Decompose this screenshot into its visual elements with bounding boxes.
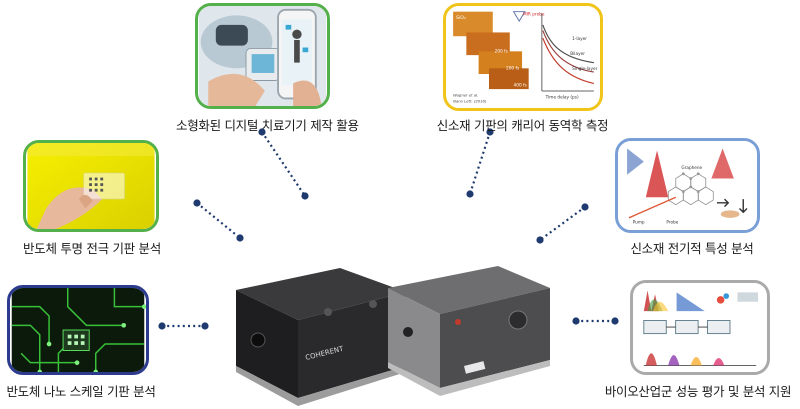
connector-dot <box>581 203 589 211</box>
svg-text:Wagner et al.: Wagner et al. <box>453 94 478 98</box>
svg-text:Pump: Pump <box>633 219 645 224</box>
caption-nanoscale: 반도체 나노 스케일 기판 분석 <box>6 384 156 399</box>
svg-text:Nano Lett. (2016): Nano Lett. (2016) <box>453 99 487 103</box>
connector-dot <box>572 317 580 325</box>
connector-dot <box>193 199 201 207</box>
caption-electrical-property: 신소재 전기적 특성 분석 <box>630 241 754 256</box>
svg-text:Time delay (ps): Time delay (ps) <box>545 95 579 101</box>
carrier-dynamics-image: SiO₂ 200 fs 200 fs 400 fs Wagner et al. … <box>443 3 603 111</box>
connector-dot <box>466 190 474 198</box>
svg-text:Bilayer: Bilayer <box>570 51 585 57</box>
svg-text:Probe: Probe <box>666 219 678 224</box>
connector-dot <box>201 322 209 330</box>
caption-carrier-dynamics: 신소재 기판의 캐리어 동역학 측정 <box>436 118 609 133</box>
connector-dot <box>258 128 266 136</box>
svg-text:Graphene: Graphene <box>681 165 702 170</box>
caption-transparent-electrode: 반도체 투명 전극 기판 분석 <box>23 241 161 256</box>
connector-dot <box>486 128 494 136</box>
transparent-electrode-image <box>23 140 159 232</box>
svg-text:200 fs: 200 fs <box>506 65 519 71</box>
laser-device-image: COHERENT <box>228 248 578 406</box>
connector-dot <box>301 192 309 200</box>
svg-text:200 fs: 200 fs <box>495 48 508 54</box>
connector-dot <box>611 317 619 325</box>
svg-text:1-layer: 1-layer <box>572 36 587 42</box>
bio-industry-image <box>630 280 770 375</box>
electrical-property-image: Graphene Pump Probe <box>615 138 760 233</box>
connector-dot <box>158 322 166 330</box>
connector-dot <box>536 236 544 244</box>
label-sio2: SiO₂ <box>456 15 466 21</box>
caption-digital-therapeutic: 소형화된 디지털 치료기기 제작 활용 <box>176 118 359 133</box>
caption-bio-industry: 바이오산업군 성능 평가 및 분석 지원 <box>604 384 792 399</box>
digital-therapeutic-image <box>195 3 330 109</box>
connector-dot <box>236 234 244 242</box>
svg-text:MIR probe: MIR probe <box>523 11 545 17</box>
svg-text:400 fs: 400 fs <box>514 82 527 88</box>
nanoscale-image <box>7 285 149 375</box>
svg-text:Single-layer: Single-layer <box>572 66 598 72</box>
